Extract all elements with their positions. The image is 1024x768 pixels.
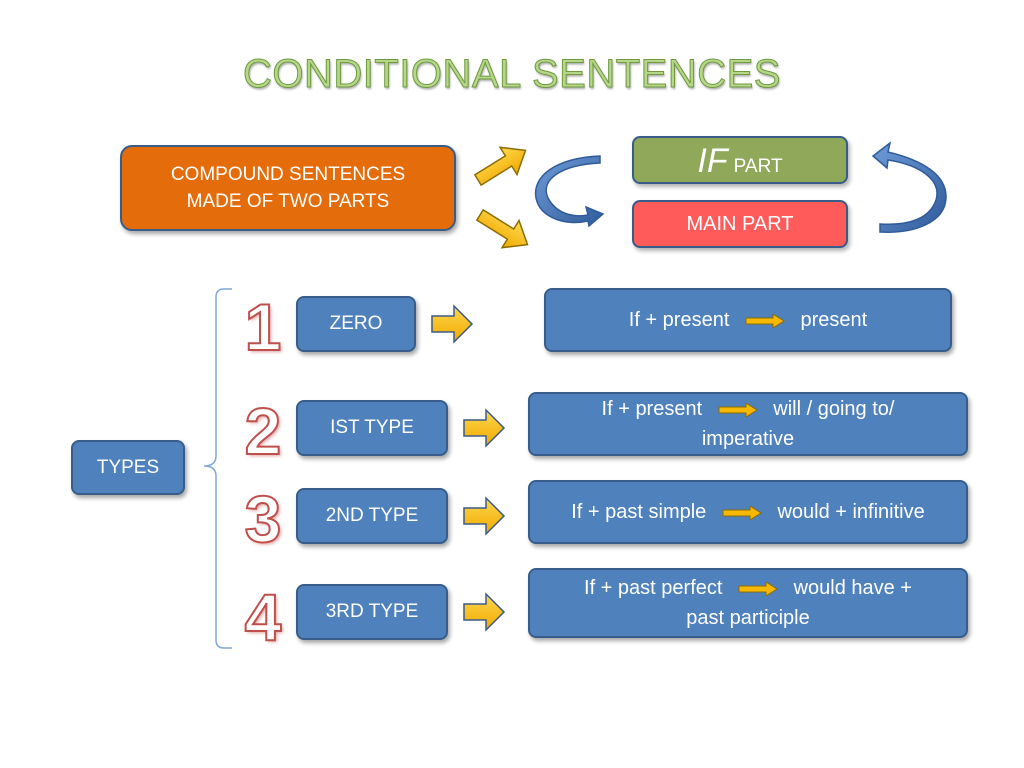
- formula-third-right: would have +: [793, 577, 912, 599]
- formula-first-cont: imperative: [701, 428, 795, 450]
- formula-second-left: If + past simple: [571, 501, 707, 523]
- if-part-small: PART: [733, 156, 783, 177]
- if-part-big: IF: [697, 142, 728, 180]
- formula-third-box: If + past perfect would have + past part…: [528, 568, 968, 638]
- type-zero-box: ZERO: [296, 296, 416, 352]
- type-first-box: IST TYPE: [296, 400, 448, 456]
- main-part-label: MAIN PART: [686, 212, 794, 235]
- curved-arrow-icon: [871, 141, 947, 233]
- arrow-right-icon: [745, 313, 785, 328]
- number-4: 4: [244, 580, 283, 654]
- type-zero-label: ZERO: [329, 313, 383, 334]
- number-1: 1: [244, 290, 283, 364]
- types-label: TYPES: [96, 456, 160, 478]
- page-title: CONDITIONAL SENTENCES: [243, 52, 781, 97]
- arrow-right-icon: [463, 592, 506, 632]
- type-second-box: 2ND TYPE: [296, 488, 448, 544]
- arrow-right-icon: [463, 496, 506, 536]
- formula-third-line1: If + past perfect would have +: [584, 573, 912, 603]
- formula-first-box: If + present will / going to/ imperative: [528, 392, 968, 456]
- main-part-box: MAIN PART: [632, 200, 848, 248]
- compound-sentences-box: COMPOUND SENTENCES MADE OF TWO PARTS: [120, 145, 456, 231]
- formula-zero-text: If + present present: [629, 305, 867, 335]
- formula-first-left: If + present: [601, 398, 703, 420]
- compound-line-1: COMPOUND SENTENCES: [170, 164, 406, 185]
- arrow-right-icon: [722, 505, 762, 520]
- arrow-right-icon: [475, 208, 529, 249]
- number-3: 3: [244, 482, 283, 556]
- arrow-right-icon: [431, 304, 474, 344]
- type-first-label: IST TYPE: [330, 417, 414, 438]
- type-third-label: 3RD TYPE: [325, 601, 419, 622]
- formula-second-box: If + past simple would + infinitive: [528, 480, 968, 544]
- formula-zero-box: If + present present: [544, 288, 952, 352]
- formula-first-right: will / going to/: [773, 398, 895, 420]
- arrow-right-icon: [718, 402, 758, 417]
- if-part-box: IF PART: [632, 136, 848, 184]
- formula-third-cont: past participle: [686, 607, 810, 629]
- arrow-right-icon: [473, 146, 527, 187]
- type-second-label: 2ND TYPE: [325, 505, 419, 526]
- arrow-right-icon: [463, 408, 506, 448]
- formula-first-line1: If + present will / going to/: [602, 394, 895, 424]
- compound-line-2: MADE OF TWO PARTS: [186, 191, 390, 212]
- formula-zero-left: If + present: [628, 309, 730, 331]
- number-2: 2: [244, 394, 283, 468]
- formula-third-left: If + past perfect: [584, 577, 723, 599]
- curved-arrow-icon: [534, 155, 605, 228]
- arrow-right-icon: [738, 581, 778, 596]
- bracket-icon: [203, 288, 232, 649]
- type-third-box: 3RD TYPE: [296, 584, 448, 640]
- formula-second-text: If + past simple would + infinitive: [571, 497, 925, 527]
- types-box: TYPES: [71, 440, 185, 495]
- formula-zero-right: present: [800, 309, 868, 331]
- formula-second-right: would + infinitive: [777, 501, 925, 523]
